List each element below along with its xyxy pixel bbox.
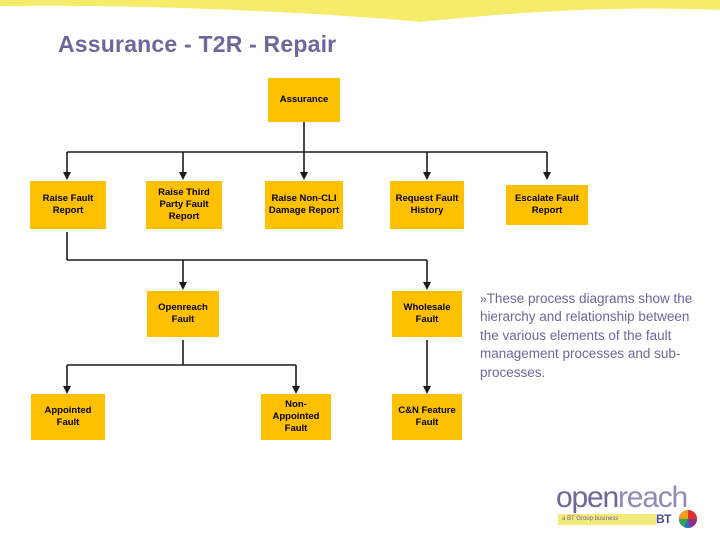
bt-logo-text: BT bbox=[656, 512, 672, 526]
logo-word-reach: reach bbox=[617, 481, 688, 514]
top-banner-decoration bbox=[0, 0, 720, 22]
node-openreach-fault[interactable]: Openreach Fault bbox=[147, 291, 219, 337]
node-non-appointed-fault[interactable]: Non-Appointed Fault bbox=[261, 394, 331, 440]
logo-wordmark: openreach bbox=[556, 481, 688, 514]
description-note-text: These process diagrams show the hierarch… bbox=[480, 291, 693, 380]
node-raise-fault-report[interactable]: Raise Fault Report bbox=[30, 181, 106, 229]
logo-tagline-highlight bbox=[558, 514, 656, 525]
node-request-fault-history[interactable]: Request Fault History bbox=[390, 181, 464, 229]
node-appointed-fault[interactable]: Appointed Fault bbox=[31, 394, 105, 440]
node-escalate-fault-report[interactable]: Escalate Fault Report bbox=[506, 185, 588, 225]
node-raise-non-cli-damage-report[interactable]: Raise Non-CLI Damage Report bbox=[265, 181, 343, 229]
node-assurance[interactable]: Assurance bbox=[268, 78, 340, 122]
bullet-glyph: » bbox=[480, 292, 487, 306]
logo-tagline: a BT Group business bbox=[562, 516, 619, 522]
bt-globe-icon bbox=[679, 510, 697, 528]
node-raise-third-party-fault-report[interactable]: Raise Third Party Fault Report bbox=[146, 181, 222, 229]
page-title: Assurance - T2R - Repair bbox=[58, 31, 337, 57]
logo-word-open: open bbox=[556, 481, 619, 514]
openreach-logo: openreach a BT Group business BT bbox=[556, 483, 700, 531]
node-wholesale-fault[interactable]: Wholesale Fault bbox=[392, 291, 462, 337]
node-cn-feature-fault[interactable]: C&N Feature Fault bbox=[392, 394, 462, 440]
description-note: »These process diagrams show the hierarc… bbox=[480, 290, 696, 382]
bt-logo: BT bbox=[656, 509, 702, 529]
